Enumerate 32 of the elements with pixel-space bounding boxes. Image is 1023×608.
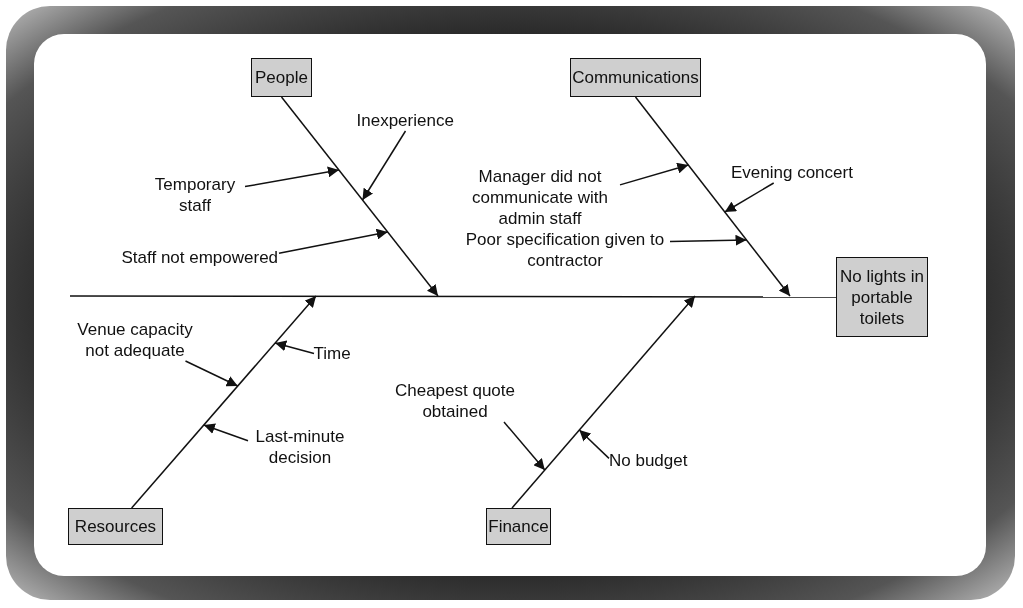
- bone-arrow: [280, 96, 439, 297]
- cause-label: Cheapest quote obtained: [385, 380, 525, 422]
- arrow: [184, 360, 239, 387]
- cause-label: Staff not empowered: [121, 246, 279, 268]
- arrow: [361, 130, 407, 201]
- arrow: [278, 228, 389, 255]
- arrow: [578, 429, 610, 460]
- cause-label: No budget: [609, 449, 688, 471]
- cause-label: Poor specification given to contractor: [460, 229, 670, 271]
- category-box: People: [251, 58, 312, 97]
- category-box: Resources: [68, 508, 163, 545]
- category-box: Communications: [570, 58, 701, 97]
- arrow: [503, 421, 546, 471]
- spine-line: [69, 295, 837, 298]
- cause-label: Inexperience: [356, 109, 454, 131]
- cause-label: Venue capacity not adequate: [72, 319, 198, 361]
- arrow: [669, 234, 748, 246]
- arrow: [203, 423, 249, 442]
- bone-arrow: [634, 96, 791, 297]
- effect-box: No lights in portable toilets: [836, 257, 928, 337]
- cause-label: Time: [313, 342, 351, 364]
- arrow: [244, 166, 340, 188]
- arrow: [724, 182, 775, 213]
- cause-label: Last-minute decision: [247, 426, 353, 468]
- arrow: [619, 162, 690, 186]
- cause-label: Evening concert: [731, 161, 853, 183]
- category-box: Finance: [486, 508, 551, 545]
- cause-label: Temporary staff: [145, 174, 245, 216]
- bone-arrow: [511, 295, 696, 509]
- arrow: [274, 340, 315, 355]
- cause-label: Manager did not communicate with admin staff: [460, 165, 620, 229]
- bone-arrow: [130, 295, 317, 509]
